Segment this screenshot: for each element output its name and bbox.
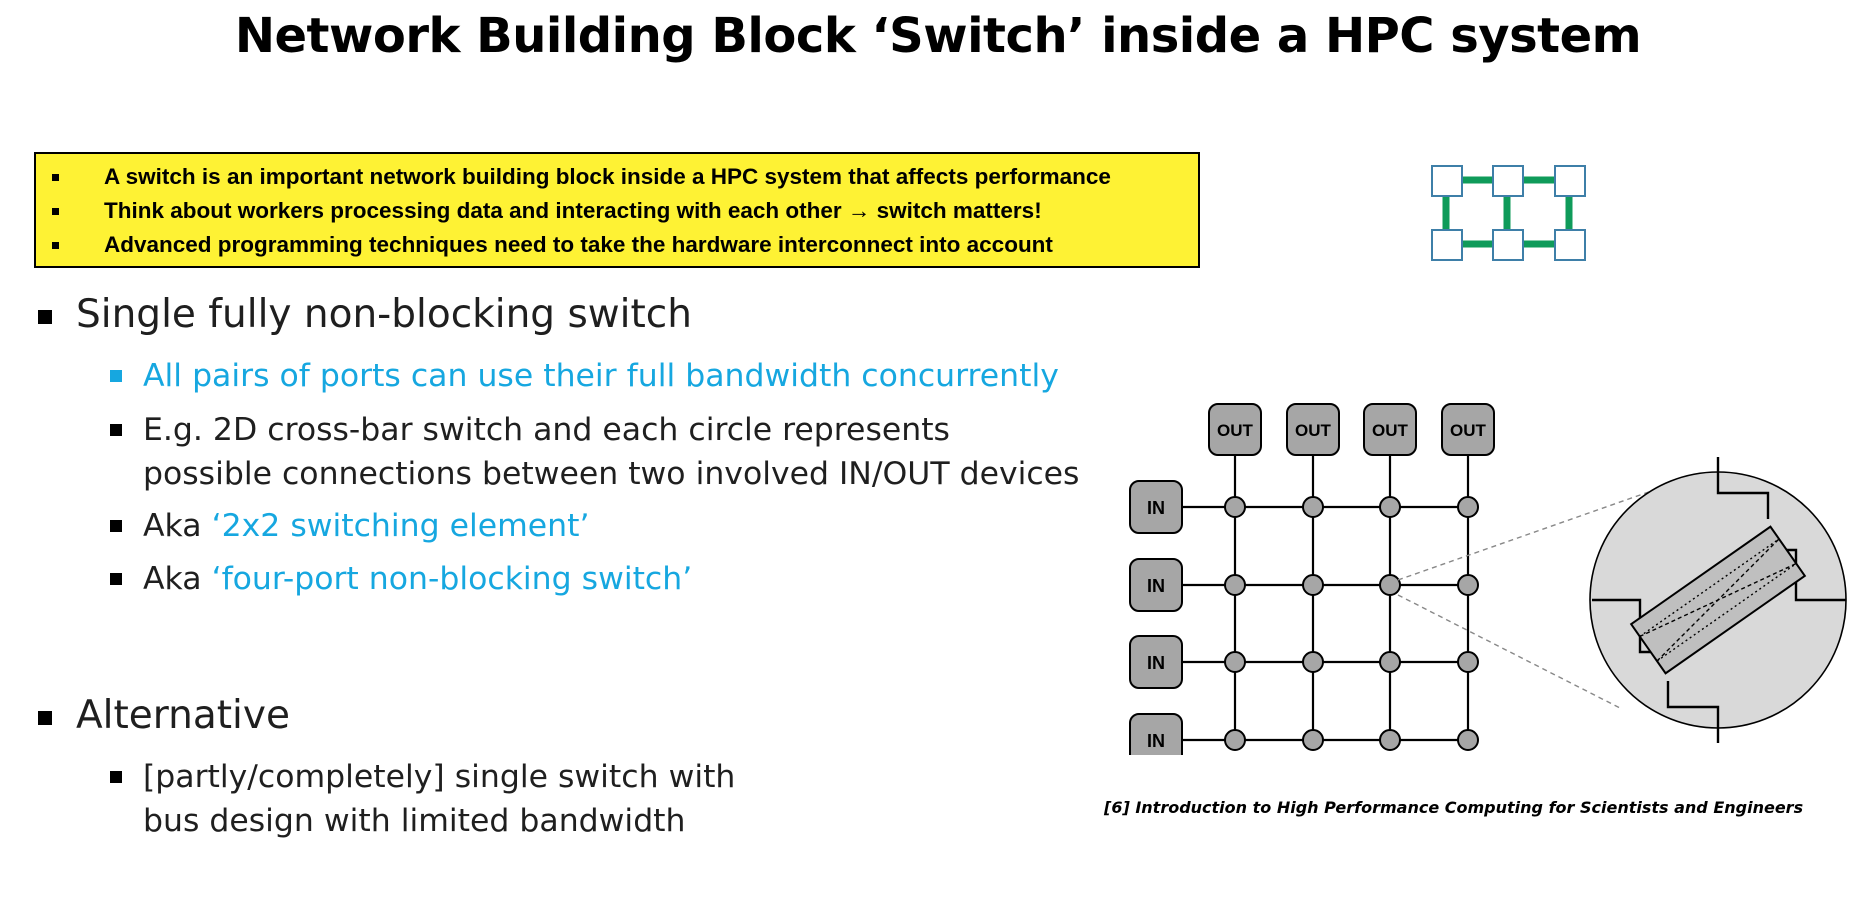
aka-prefix: Aka [143, 561, 212, 597]
out-port: OUT [1363, 403, 1417, 456]
bullet-square-icon [52, 242, 59, 249]
sub-bullet-text: E.g. 2D cross-bar switch and each circle… [143, 412, 950, 448]
in-port: IN [1129, 635, 1183, 689]
in-port: IN [1129, 480, 1183, 534]
callout-box: A switch is an important network buildin… [34, 152, 1200, 268]
bullet-heading: Single fully non-blocking switch [76, 292, 692, 337]
bullet-square-icon [38, 711, 52, 725]
in-label: IN [1147, 731, 1165, 751]
sub-bullet-text: bus design with limited bandwidth [143, 803, 686, 839]
crossbar-switch-diagram: OUT OUT OUT OUT IN IN IN IN [1129, 403, 1847, 755]
sub-bullet-text: Aka ‘2x2 switching element’ [143, 504, 590, 548]
bullet-square-icon [52, 208, 59, 215]
out-port-boxes: OUT OUT OUT OUT [1208, 403, 1495, 456]
sub-bullet-text: [partly/completely] single switch with [143, 759, 736, 795]
network-topology-icon [1431, 165, 1586, 261]
bullet-square-icon [110, 424, 122, 436]
callout-item-text: Think about workers processing data and … [104, 198, 1042, 223]
out-label: OUT [1295, 421, 1332, 440]
sub-bullet-text: possible connections between two involve… [143, 456, 1080, 492]
in-label: IN [1147, 576, 1165, 596]
bullet-heading: Alternative [76, 693, 290, 738]
in-port-boxes: IN IN IN IN [1129, 480, 1183, 755]
diagram-caption: [6] Introduction to High Performance Com… [1104, 798, 1804, 817]
bullet-square-icon [38, 310, 52, 324]
out-label: OUT [1217, 421, 1254, 440]
sub-bullet-text: Aka ‘four-port non-blocking switch’ [143, 557, 692, 601]
out-port: OUT [1208, 403, 1262, 456]
out-label: OUT [1450, 421, 1487, 440]
in-label: IN [1147, 653, 1165, 673]
sub-bullet-text: All pairs of ports can use their full ba… [143, 358, 1059, 394]
in-port: IN [1129, 713, 1183, 755]
in-port: IN [1129, 558, 1183, 612]
bullet-square-icon [110, 573, 122, 585]
bullet-square-icon [110, 370, 122, 382]
slide-title: Network Building Block ‘Switch’ inside a… [234, 8, 1642, 64]
crosspoint-nodes [1224, 496, 1479, 751]
switching-element-detail [1589, 457, 1847, 743]
in-label: IN [1147, 498, 1165, 518]
out-label: OUT [1372, 421, 1409, 440]
bullet-square-icon [110, 520, 122, 532]
bullet-square-icon [110, 771, 122, 783]
bullet-square-icon [52, 174, 59, 181]
aka-prefix: Aka [143, 508, 212, 544]
callout-item-text: A switch is an important network buildin… [104, 164, 1111, 189]
aka-term: ‘2x2 switching element’ [211, 508, 590, 544]
out-port: OUT [1441, 403, 1495, 456]
out-port: OUT [1286, 403, 1340, 456]
callout-item-text: Advanced programming techniques need to … [104, 232, 1053, 257]
aka-term: ‘four-port non-blocking switch’ [211, 561, 693, 597]
